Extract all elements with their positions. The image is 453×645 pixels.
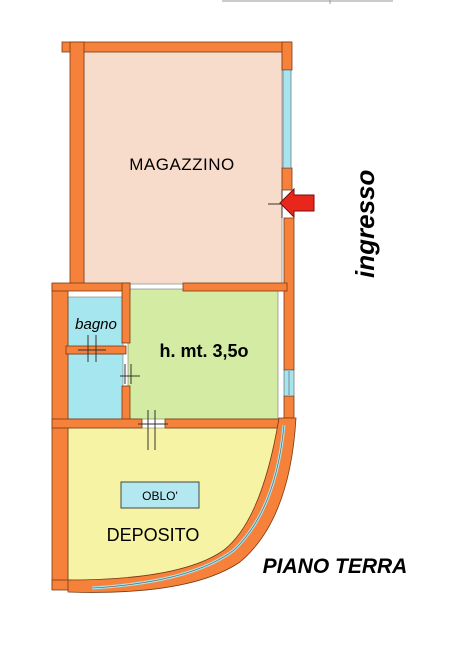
wall-curved bbox=[67, 417, 297, 593]
hallway-floor bbox=[127, 288, 279, 420]
room-height-label: h. mt. 3,5o bbox=[159, 341, 248, 361]
room-label-magazzino: MAGAZZINO bbox=[129, 155, 235, 174]
wall-left-upper bbox=[69, 41, 85, 291]
wall-right-lower bbox=[283, 217, 295, 371]
wall-magazzino-bottom bbox=[182, 282, 288, 292]
room-label-deposito: DEPOSITO bbox=[107, 525, 200, 545]
wall-right-top bbox=[281, 41, 293, 71]
oblo-label: OBLO' bbox=[142, 489, 178, 503]
entrance-label: ingresso bbox=[350, 170, 380, 278]
wall-right-mid bbox=[281, 167, 293, 191]
window-magazzino bbox=[282, 69, 292, 169]
oblo-box bbox=[120, 481, 200, 509]
entrance-arrow-icon bbox=[279, 187, 315, 219]
bathroom-floor-lower bbox=[67, 353, 124, 420]
wall-bathroom-right-lower bbox=[121, 385, 131, 423]
wall-bathroom-top bbox=[51, 282, 131, 292]
curved-window-line bbox=[91, 424, 285, 589]
room-label-bagno: bagno bbox=[75, 316, 117, 333]
wall-left-lower bbox=[51, 283, 69, 590]
wall-mid-left bbox=[51, 418, 143, 429]
wall-right-bottom bbox=[283, 395, 295, 419]
wall-top bbox=[61, 41, 291, 53]
wall-mid-right bbox=[164, 418, 291, 429]
floor-title: PIANO TERRA bbox=[263, 555, 408, 578]
wall-bathroom-right-upper bbox=[121, 282, 131, 344]
